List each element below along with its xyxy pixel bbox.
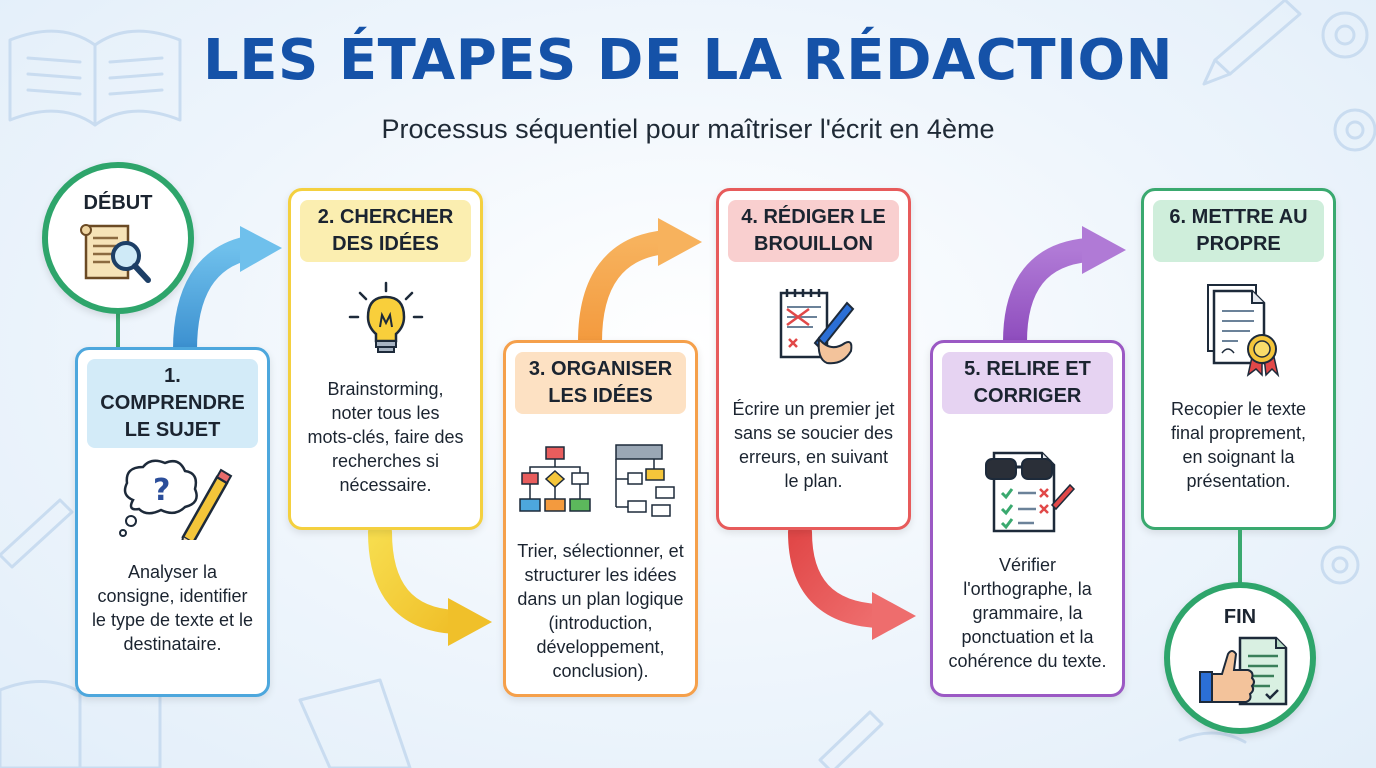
step-desc-3: Trier, sélectionner, et structurer les i…: [517, 541, 684, 681]
step-card-3: 3. ORGANISER LES IDÉES Trier, sélectionn…: [503, 340, 698, 697]
step-card-6: 6. METTRE AU PROPRE Recopier le texte fi…: [1141, 188, 1336, 530]
step-title-2: 2. CHERCHER DES IDÉES: [300, 200, 471, 262]
step-desc-5: Vérifier l'orthographe, la grammaire, la…: [948, 555, 1107, 671]
certificate-document-icon: [1144, 279, 1333, 384]
step-title-4: 4. RÉDIGER LE BROUILLON: [728, 200, 899, 262]
step-title-3: 3. ORGANISER LES IDÉES: [515, 352, 686, 414]
end-label: FIN: [1223, 606, 1257, 628]
end-connector: [1238, 530, 1242, 588]
end-badge: FIN: [1164, 582, 1316, 734]
start-label: DÉBUT: [83, 192, 153, 214]
glasses-checklist-icon: [933, 441, 1122, 541]
thumbs-up-document-icon: [1199, 636, 1288, 706]
step-card-4: 4. RÉDIGER LE BROUILLON Écrire un premie…: [716, 188, 911, 530]
step-desc-1: Analyser la consigne, identifier le type…: [91, 562, 254, 654]
pencil-doodle-icon: [0, 498, 884, 768]
step-desc-2: Brainstorming, noter tous les mots-clés,…: [307, 379, 464, 495]
step-title-1: 1. COMPRENDRE LE SUJET: [87, 359, 258, 448]
step-card-2: 2. CHERCHER DES IDÉES Brainstorming, not…: [288, 188, 483, 530]
step-card-5: 5. RELIRE ET CORRIGER Vérifier l'orthogr…: [930, 340, 1125, 697]
lightbulb-icon: [291, 279, 480, 364]
page-title: LES ÉTAPES DE LA RÉDACTION: [203, 28, 1173, 93]
step-card-1: 1. COMPRENDRE LE SUJET ? Analyser la con…: [75, 347, 270, 697]
notepad-writing-icon: [719, 283, 908, 373]
step-desc-6: Recopier le texte final proprement, en s…: [1170, 399, 1307, 491]
page-subtitle: Processus séquentiel pour maîtriser l'éc…: [381, 114, 995, 144]
pencil-doodle-icon: [1202, 0, 1302, 86]
step-desc-4: Écrire un premier jet sans se soucier de…: [732, 399, 895, 491]
flowchart-icon: [506, 443, 695, 528]
book-doodle-icon: [8, 29, 182, 127]
start-connector: [116, 300, 120, 352]
start-badge: DÉBUT: [42, 162, 194, 314]
gear-doodle-icon: [1320, 11, 1376, 585]
step-title-6: 6. METTRE AU PROPRE: [1153, 200, 1324, 262]
step-title-5: 5. RELIRE ET CORRIGER: [942, 352, 1113, 414]
thought-bubble-pencil-icon: ?: [78, 455, 267, 551]
scroll-magnifier-icon: [80, 224, 151, 283]
svg-text:?: ?: [153, 473, 170, 508]
